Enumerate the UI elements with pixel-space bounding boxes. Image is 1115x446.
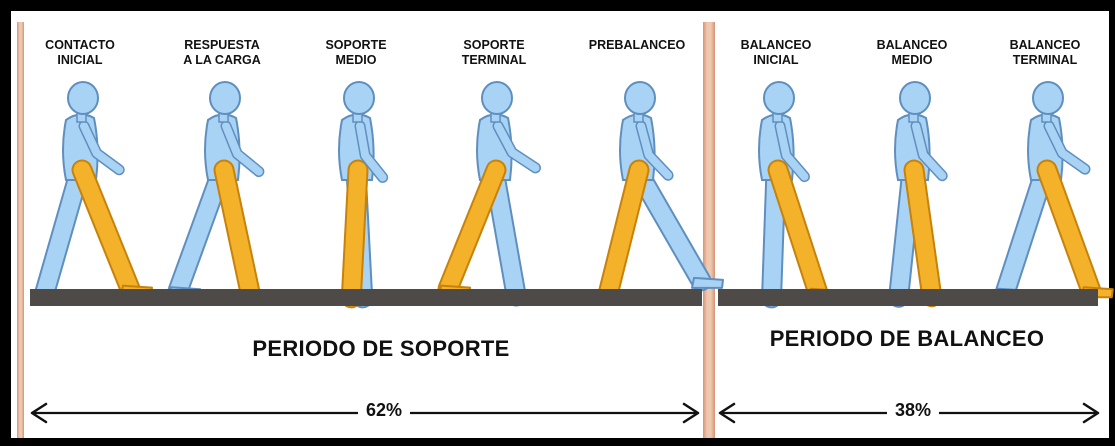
phase-label-respuesta-carga: RESPUESTA A LA CARGA xyxy=(183,38,261,67)
period-title-support: PERIODO DE SOPORTE xyxy=(252,336,510,361)
phase-label-balanceo-terminal: BALANCEO TERMINAL xyxy=(1009,38,1081,67)
phase-label-prebalanceo: PREBALANCEO xyxy=(588,38,686,52)
ground-bar-swing xyxy=(718,289,1098,306)
figure-4 xyxy=(437,81,541,307)
figure-4-head xyxy=(481,81,513,115)
phase-label-soporte-medio: SOPORTE MEDIO xyxy=(325,38,387,67)
phase-label-balanceo-inicial: BALANCEO INICIAL xyxy=(740,38,812,67)
figure-5-back-leg xyxy=(626,159,724,292)
figure-8-arm xyxy=(1045,122,1089,174)
figure-3-arm xyxy=(356,122,387,182)
figure-8 xyxy=(994,81,1114,303)
figure-6-arm xyxy=(776,122,809,181)
phase-label-contacto-inicial: CONTACTO INICIAL xyxy=(45,38,115,67)
percent-label-support: 62% xyxy=(357,400,411,421)
figure-5-head xyxy=(624,81,656,115)
figure-5-arm xyxy=(637,122,673,180)
left-divider-bar xyxy=(17,22,24,438)
figure-2-arm xyxy=(222,122,263,176)
phase-label-soporte-terminal: SOPORTE TERMINAL xyxy=(461,38,527,67)
figure-7-head xyxy=(899,81,931,115)
period-title-swing: PERIODO DE BALANCEO xyxy=(769,326,1045,351)
center-divider-bar xyxy=(703,22,715,438)
ground-bar-support xyxy=(30,289,702,306)
arrow-swing-head-left xyxy=(718,402,736,424)
figure-2-head xyxy=(209,81,241,115)
figure-6-head xyxy=(763,81,795,115)
figure-1-arm xyxy=(80,122,124,174)
arrow-swing-head-right xyxy=(1082,402,1100,424)
figure-8-head xyxy=(1032,81,1064,115)
figure-2 xyxy=(167,81,274,306)
figure-3-head xyxy=(343,81,375,115)
percent-label-swing: 38% xyxy=(886,400,940,421)
arrow-support-head-right xyxy=(682,402,700,424)
phase-label-balanceo-medio: BALANCEO MEDIO xyxy=(876,38,948,67)
figure-4-arm xyxy=(494,122,540,172)
figure-1-head xyxy=(67,81,99,115)
arrow-support-head-left xyxy=(30,402,48,424)
figure-7-arm xyxy=(912,122,947,180)
